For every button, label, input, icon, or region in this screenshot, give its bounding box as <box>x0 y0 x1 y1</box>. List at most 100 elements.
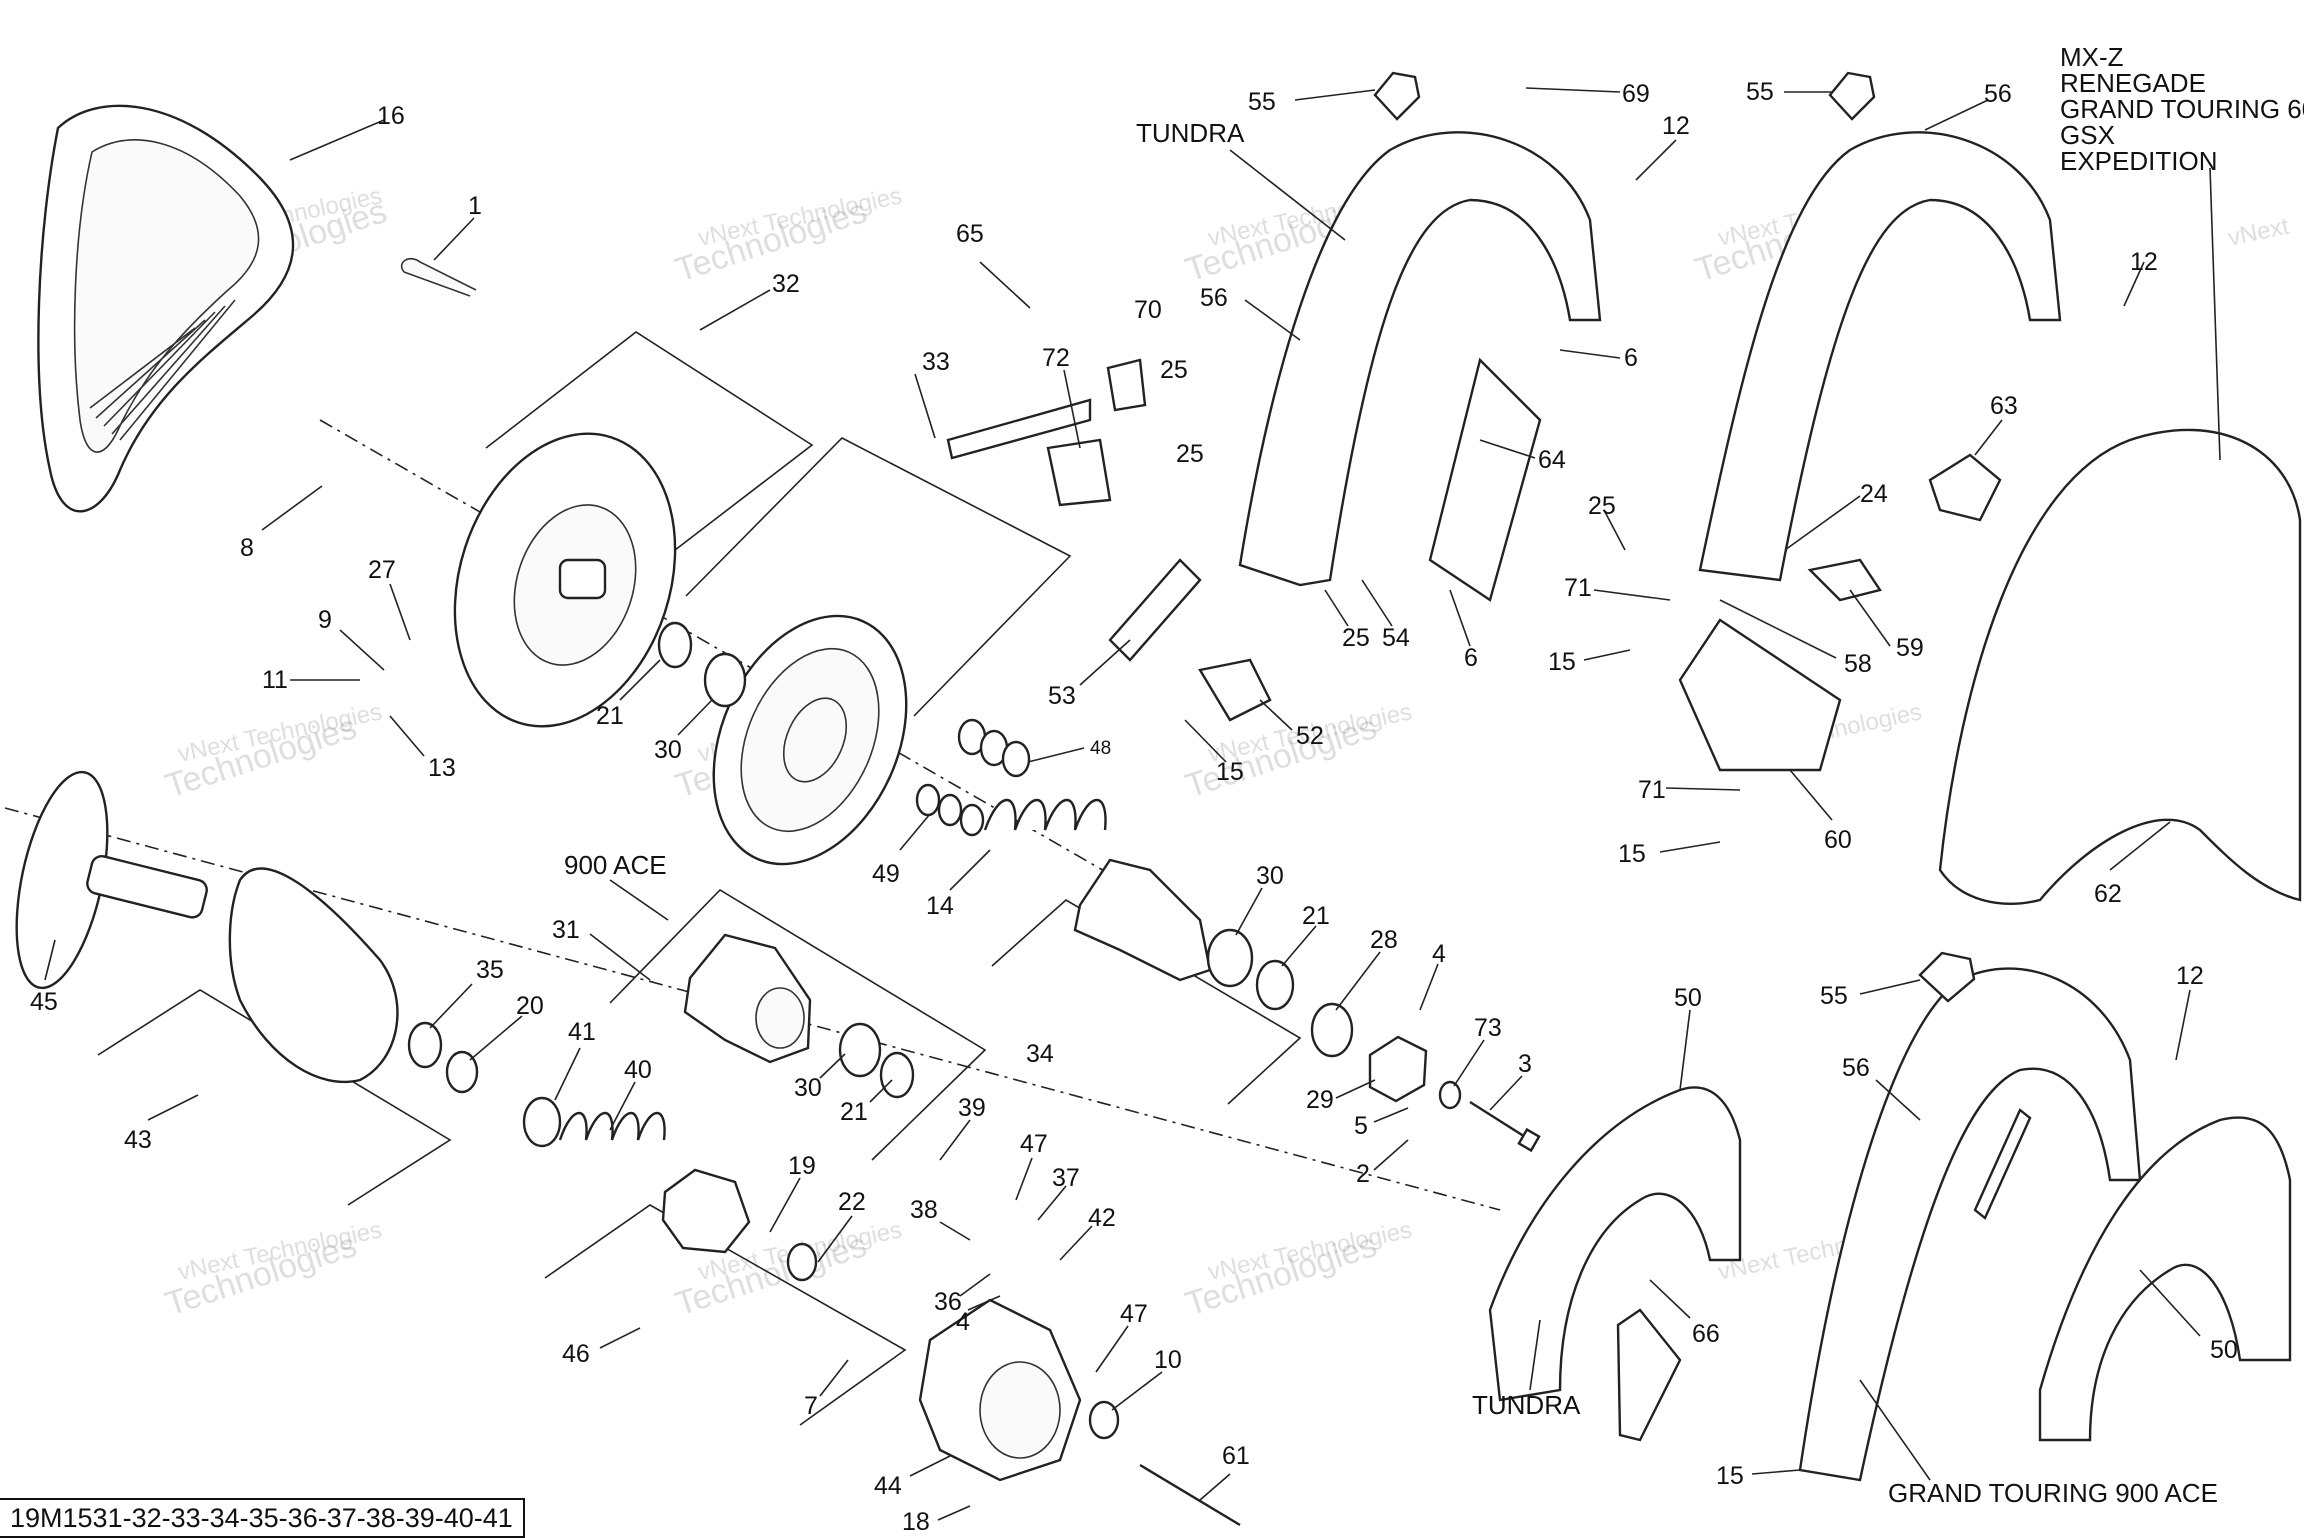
leader-3 <box>1489 1075 1523 1111</box>
ring-20 <box>445 1050 479 1094</box>
callout-3: 3 <box>1518 1050 1532 1078</box>
callout-62: 62 <box>2094 880 2122 908</box>
leader-46 <box>599 1327 641 1349</box>
variant-label-mxz: MX-Z <box>2060 42 2124 72</box>
callout-66: 66 <box>1692 1320 1720 1348</box>
leader-20 <box>469 1015 523 1061</box>
leader-61 <box>1199 1473 1231 1501</box>
leader-25c <box>1324 589 1349 627</box>
callout-61: 61 <box>1222 1442 1250 1470</box>
leader-9 <box>339 629 385 671</box>
clip-pin <box>400 257 477 297</box>
callout-30: 30 <box>794 1074 822 1102</box>
callout-15: 15 <box>1216 758 1244 786</box>
callout-47: 47 <box>1020 1130 1048 1158</box>
bracket-53 <box>1108 558 1202 662</box>
callout-59: 59 <box>1896 634 1924 662</box>
callout-21: 21 <box>596 702 624 730</box>
callout-29: 29 <box>1306 1086 1334 1114</box>
bushing-30-cam <box>1206 928 1254 988</box>
callout-15: 15 <box>1716 1462 1744 1490</box>
driven-pulley-shaft <box>558 558 607 600</box>
leader-38 <box>939 1221 971 1241</box>
callout-25: 25 <box>1588 492 1616 520</box>
leader-lines <box>44 87 2221 1521</box>
callout-13: 13 <box>428 754 456 782</box>
variant-label-expedition: EXPEDITION <box>2060 146 2217 176</box>
callout-12: 12 <box>1662 112 1690 140</box>
leader-28 <box>1335 951 1381 1011</box>
bracket-64 <box>1428 357 1542 602</box>
callout-6: 6 <box>1464 644 1478 672</box>
callout-58: 58 <box>1844 650 1872 678</box>
callout-28: 28 <box>1370 926 1398 954</box>
retaining-ring-21-31 <box>879 1051 915 1099</box>
leader-41 <box>554 1047 581 1101</box>
assembly-frame-33 <box>685 437 1072 717</box>
callout-12: 12 <box>2130 248 2158 276</box>
leader-30b <box>819 1053 846 1079</box>
leader-66 <box>1649 1279 1691 1319</box>
leader-19 <box>769 1177 801 1233</box>
ring-22 <box>786 1242 818 1282</box>
leader-12b <box>2123 261 2145 307</box>
callout-4: 4 <box>956 1308 970 1336</box>
callout-56: 56 <box>1984 80 2012 108</box>
leader-1 <box>433 217 475 261</box>
leader-72 <box>1063 369 1081 449</box>
cam-29 <box>1368 1035 1428 1103</box>
leader-71a <box>1593 589 1671 601</box>
leader-47a <box>1015 1157 1033 1201</box>
callout-56: 56 <box>1200 284 1228 312</box>
ring-35 <box>407 1021 443 1069</box>
bracket-59 <box>1807 558 1882 602</box>
leader-14 <box>949 849 991 891</box>
leader-21c <box>1281 925 1317 967</box>
bolt-3 <box>1469 1100 1531 1142</box>
leader-12c <box>2175 989 2191 1061</box>
leader-31 <box>589 933 651 981</box>
leader-65 <box>979 261 1031 309</box>
callout-63: 63 <box>1990 392 2018 420</box>
callout-32: 32 <box>772 270 800 298</box>
ring-48-3 <box>1001 740 1031 778</box>
retaining-ring-21-cam <box>1255 959 1295 1011</box>
leader-25d <box>1603 509 1626 551</box>
ring-49-2 <box>937 793 963 827</box>
callout-12: 12 <box>2176 962 2204 990</box>
leader-4b <box>967 1295 1001 1311</box>
governor-cup-hub <box>979 1361 1061 1459</box>
callout-40: 40 <box>624 1056 652 1084</box>
callout-60: 60 <box>1824 826 1852 854</box>
guard-cover-62 <box>1938 428 2302 905</box>
leader-43 <box>147 1094 199 1121</box>
bracket-60 <box>1678 618 1842 772</box>
callout-14: 14 <box>926 892 954 920</box>
leader-49 <box>899 813 931 851</box>
leader-73 <box>1453 1039 1485 1087</box>
leader-50b <box>2139 1269 2201 1337</box>
callout-41: 41 <box>568 1018 596 1046</box>
leader-4a <box>1419 963 1439 1011</box>
callout-25: 25 <box>1160 356 1188 384</box>
leader-21b <box>869 1079 893 1103</box>
callout-35: 35 <box>476 956 504 984</box>
callout-30: 30 <box>1256 862 1284 890</box>
leader-15d <box>1751 1469 1801 1475</box>
leader-56c <box>1875 1079 1921 1121</box>
leader-6a <box>1559 349 1621 359</box>
leader-models <box>2209 167 2221 461</box>
leader-39 <box>939 1119 971 1161</box>
assembly-frame-31 <box>609 888 987 1161</box>
bracket-52 <box>1198 658 1272 722</box>
callout-55: 55 <box>1746 78 1774 106</box>
handle-55-b <box>1828 71 1876 121</box>
diagram-reference-code: 19M1531-32-33-34-35-36-37-38-39-40-41 <box>0 1498 525 1538</box>
drive-pulley-shaft <box>86 854 208 919</box>
leader-54 <box>1361 579 1393 627</box>
callout-55: 55 <box>1820 982 1848 1010</box>
handle-55-a <box>1373 71 1421 121</box>
leader-18 <box>937 1505 971 1521</box>
callout-73: 73 <box>1474 1014 1502 1042</box>
